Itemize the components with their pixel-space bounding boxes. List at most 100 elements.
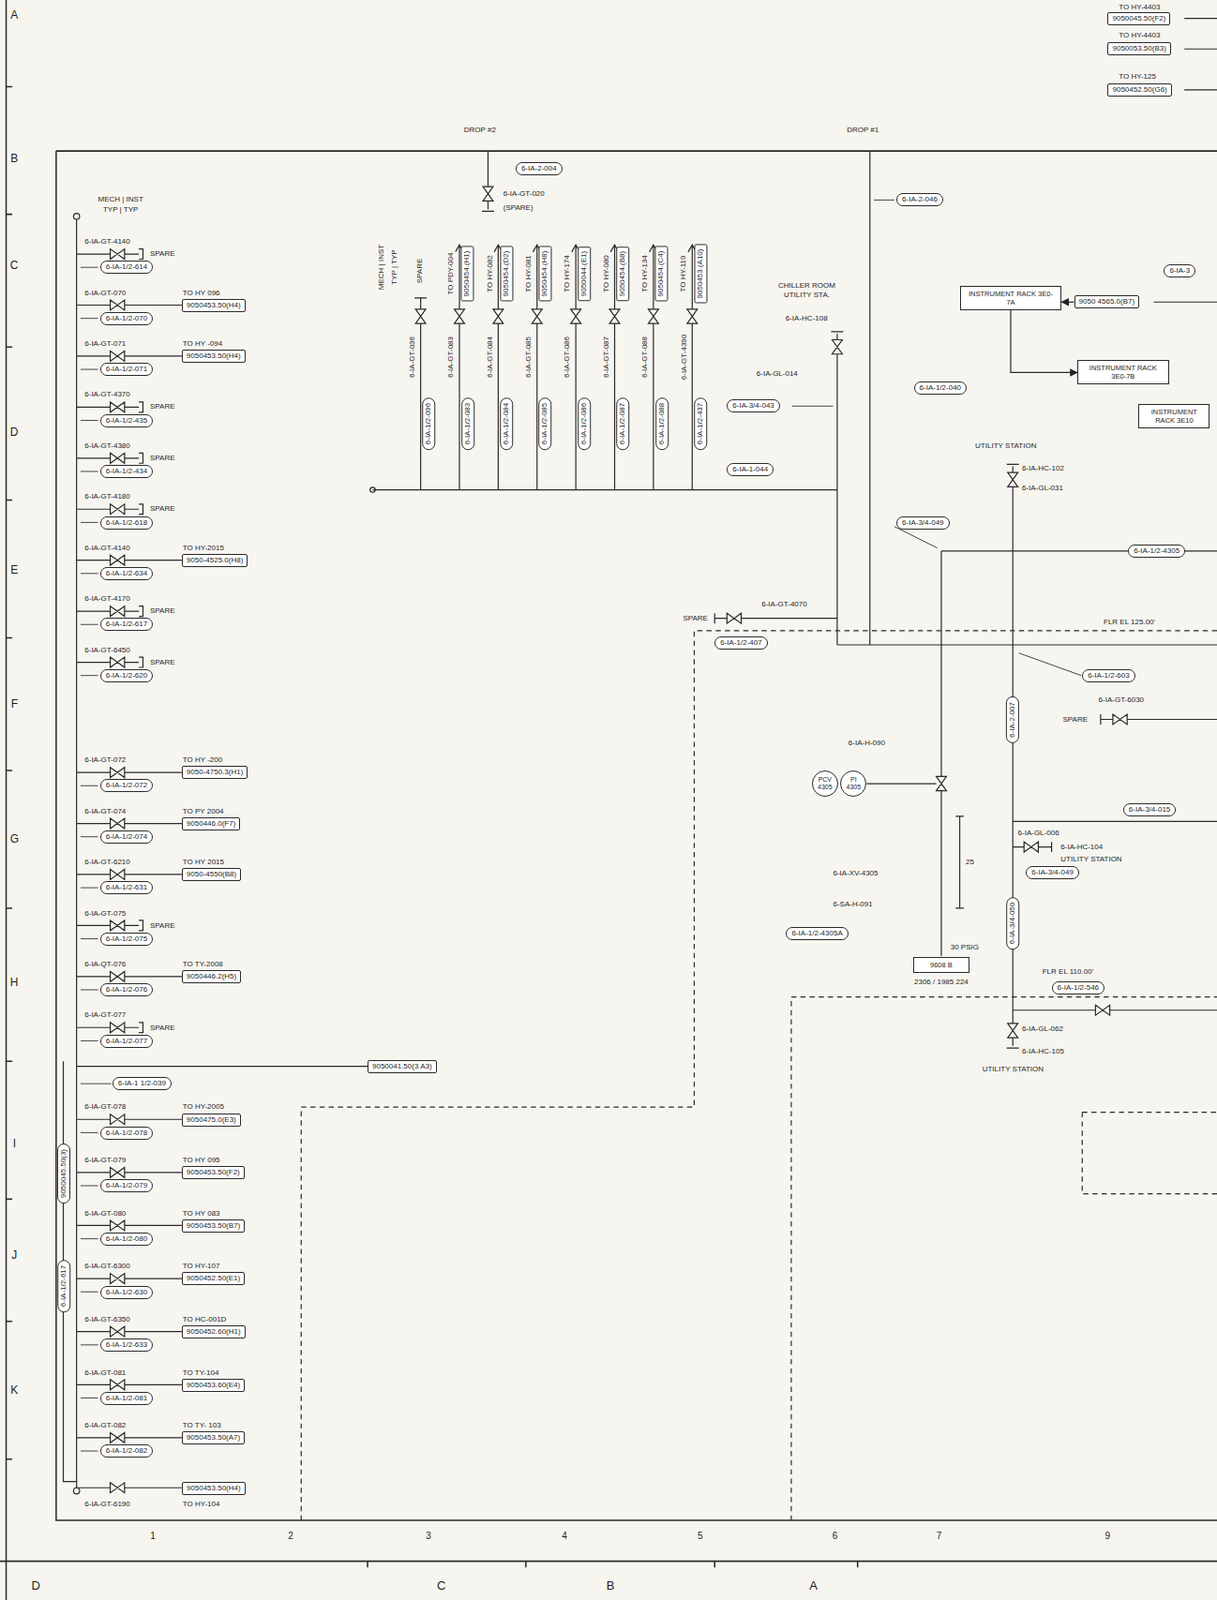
grid-reference: G	[9, 832, 20, 846]
annotation-text: 6-IA-GT-075	[83, 909, 127, 919]
annotation-text: 6-IA-GT-081	[83, 1368, 127, 1379]
line-tag-oval: 6-IA-3	[1163, 264, 1196, 278]
annotation-text: 6-IA-GT-6350	[83, 1315, 131, 1325]
destination-flag: 9050453.50(B7)	[181, 1219, 245, 1233]
annotation-text: TO TY-2008	[181, 960, 225, 970]
line-tag-oval: 6-IA-1/2-603	[1081, 669, 1135, 683]
node-text: 9050045.50(3)	[59, 1149, 69, 1199]
annotation-text: TO HY-107	[181, 1262, 222, 1272]
annotation-text: 6-IA-GT-4390	[679, 333, 690, 381]
annotation-text: (SPARE)	[502, 203, 535, 213]
line-tag-oval: 6-IA-1 1/2-039	[112, 1077, 172, 1091]
line-tag-oval: 6-IA-1/2-546	[1051, 981, 1105, 995]
line-tag-oval: 6-IA-1/2-040	[914, 381, 967, 395]
node-text: 6-IA-1/2-084	[501, 403, 511, 445]
node-text: 6-IA-1/2-087	[617, 403, 628, 445]
annotation-text: 6-IA-GT-074	[83, 807, 127, 817]
instrument-air-header	[63, 219, 369, 1488]
node-text: INSTRUMENT RACK 3E0-7A	[964, 289, 1058, 307]
grid-reference: B	[605, 1578, 617, 1593]
annotation-text: 6-IA-GT-080	[83, 1209, 127, 1219]
annotation-text: TO HC-001D	[181, 1315, 228, 1325]
destination-flag: 9050453.(A10)	[693, 243, 707, 303]
floor-boundary	[300, 631, 1217, 1521]
annotation-text: FLR EL 125.00'	[1102, 617, 1157, 628]
node-text: 9050454.(H1)	[463, 250, 473, 297]
destination-flag: 9050446.0(F7)	[181, 817, 241, 831]
line-tag-oval: 6-IA-1/2-434	[100, 465, 153, 479]
node-text: 9050452.50(E1)	[186, 1274, 241, 1284]
annotation-text: 6-IA-XV-4305	[831, 869, 879, 879]
node-text: 6-IA-3/4-049	[1031, 868, 1073, 878]
annotation-text: TYP | TYP	[389, 249, 399, 286]
pipe-end	[370, 487, 376, 493]
node-text: 9050-4750.3(H1)	[186, 767, 243, 778]
annotation-text: TO HY -094	[181, 339, 224, 349]
annotation-text: TO HY-080	[601, 254, 612, 294]
annotation-text: TYP | TYP	[102, 205, 139, 215]
node-text: 6-IA-1/2-617	[59, 1265, 69, 1308]
annotation-text: TO PDY-004	[446, 251, 456, 296]
destination-flag: 9050-4750.3(H1)	[181, 766, 248, 780]
node-text: 6-IA-1/2-040	[919, 383, 962, 393]
pipe-end	[73, 213, 80, 221]
node-text: 6-IA-1/2-075	[105, 934, 148, 945]
node-text: 6-IA-1/2-080	[105, 1234, 148, 1245]
node-text: 6-IA-2-046	[901, 195, 938, 205]
equipment-box: INSTRUMENT RACK 3E10	[1138, 404, 1210, 429]
annotation-text: TO HY-2005	[181, 1102, 226, 1112]
line-tag-oval: 6-IA-1/2-080	[100, 1232, 153, 1247]
grid-reference: 5	[696, 1531, 705, 1543]
annotation-text: SPARE	[149, 402, 177, 412]
node-text: 9050454.(D2)	[501, 250, 511, 297]
node-text: 6-IA-1/2-633	[105, 1340, 148, 1351]
annotation-text: TO HY-082	[484, 254, 495, 294]
line-tag-oval: 6-IA-1/2-437	[693, 397, 707, 451]
grid-reference: 3	[424, 1531, 433, 1543]
line-tag-oval: 6-IA-1/2-086	[577, 397, 591, 451]
destination-flag: 9050453.60(E4)	[181, 1379, 245, 1393]
destination-flag: 9050454.(H1)	[461, 245, 475, 301]
node-text: 6-IA-1/2-082	[105, 1446, 148, 1457]
annotation-text: 6-IA-HC-102	[1021, 464, 1066, 474]
line-tag-oval: 9050045.50(3)	[57, 1143, 71, 1204]
line-tag-oval: 6-IA-3/4-015	[1123, 803, 1176, 817]
line-tag-oval: 6-IA-1/2-4305A	[785, 927, 848, 941]
node-text: 6-IA-1/2-078	[105, 1128, 148, 1139]
annotation-text: TO HY 2015	[181, 857, 226, 868]
node-text: 6-IA-1/2-4305A	[791, 929, 842, 939]
annotation-text: 30 PSIG	[949, 943, 980, 953]
node-text: 6-IA-1/2-620	[105, 671, 148, 681]
annotation-text: SPARE	[149, 606, 177, 617]
line-tag-oval: 6-IA-1/2-088	[655, 397, 669, 451]
pipe-connector	[1061, 301, 1074, 303]
node-text: 6-IA-2-007	[1007, 702, 1018, 738]
annotation-text: 6-IA-QT-076	[83, 960, 127, 970]
node-text: 6-IA-1/2-088	[657, 403, 667, 445]
annotation-text: TO HY -200	[181, 755, 224, 766]
branch-drops	[372, 244, 837, 490]
node-text: 9050452.50(G6)	[1111, 85, 1167, 95]
line-tag-oval: 6-IA-1/2-087	[616, 397, 630, 451]
annotation-text: TO HY-119	[679, 254, 690, 293]
node-text: 6-IA-1 1/2-039	[118, 1079, 166, 1089]
annotation-text: SPARE	[1061, 715, 1089, 725]
node-text: INSTRUMENT RACK 3E10	[1142, 407, 1205, 425]
node-text: 9050452.60(H1)	[186, 1327, 241, 1338]
node-text: 6-IA-3	[1169, 266, 1190, 276]
annotation-text: 6-IA-GT-036	[407, 335, 418, 379]
node-text: 9050453.50(B7)	[186, 1221, 241, 1232]
annotation-text: TO HY-4403	[1117, 30, 1161, 41]
destination-flag: 9050452.50(G6)	[1107, 83, 1172, 97]
annotation-text: 6-IA-GT-4140	[83, 237, 131, 247]
annotation-text: 6-IA-GT-4070	[760, 600, 808, 610]
annotation-text: TO HY-125	[1117, 72, 1157, 82]
node-text: 6-IA-3/4-050	[1007, 902, 1018, 945]
node-text: 9050-4550(B8)	[186, 870, 237, 880]
grid-reference: C	[9, 258, 20, 272]
annotation-text: 6-IA-GT-085	[524, 335, 534, 379]
annotation-text: SPARE	[149, 921, 177, 932]
line-tag-oval: 6-IA-1/2-4305	[1127, 544, 1186, 558]
node-text: INSTRUMENT RACK 3E0-7B	[1081, 363, 1165, 381]
annotation-text: 6-IA-GT-078	[83, 1102, 127, 1112]
